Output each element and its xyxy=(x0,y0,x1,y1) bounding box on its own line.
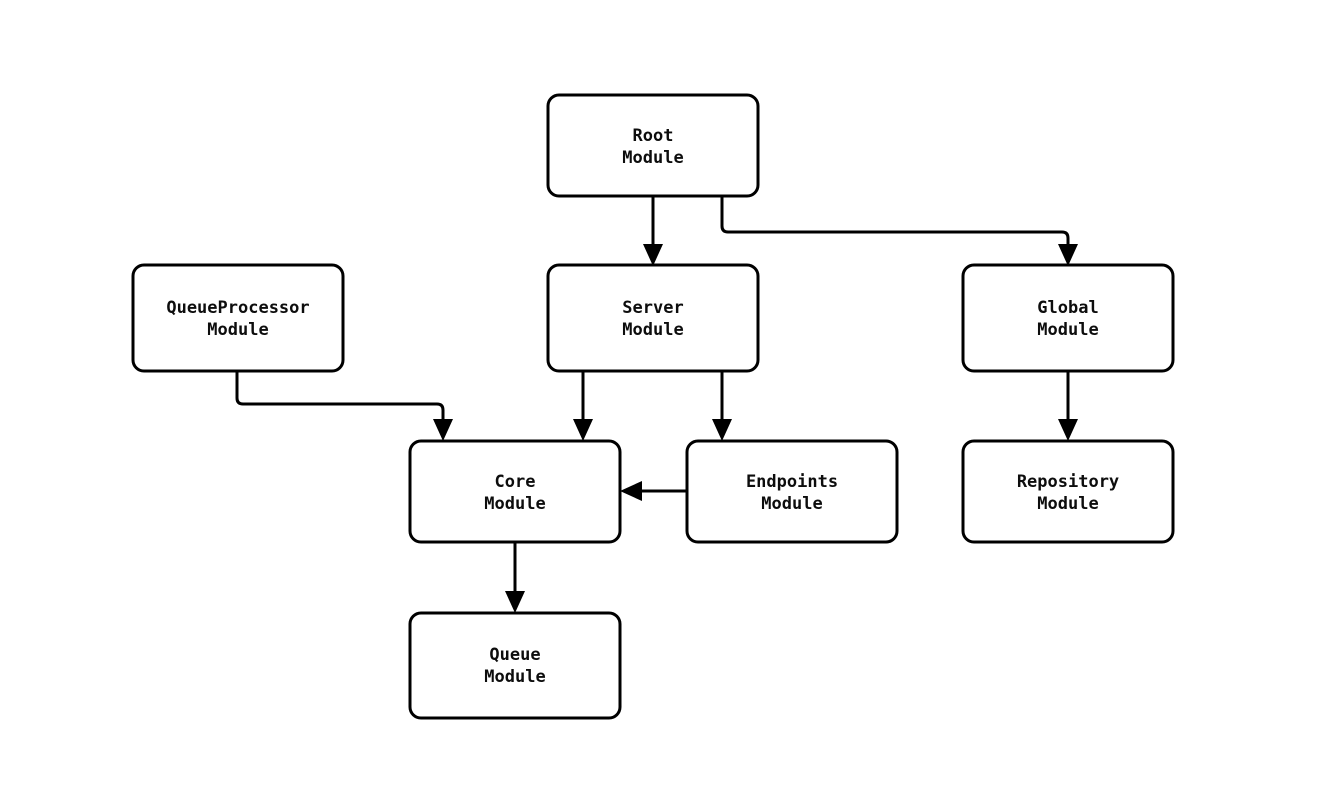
arrow-head-icon xyxy=(712,419,732,441)
node-box[interactable] xyxy=(408,439,622,544)
node-label-line2: Module xyxy=(1037,494,1098,514)
edge-server-to-core xyxy=(573,371,593,441)
node-label-line2: Module xyxy=(1037,320,1098,340)
node-repository-module[interactable]: Repository Module xyxy=(961,439,1175,544)
node-endpoints-module[interactable]: Endpoints Module xyxy=(685,439,899,544)
node-queueprocessor-module[interactable]: QueueProcessor Module xyxy=(131,263,345,373)
node-box[interactable] xyxy=(685,439,899,544)
edge-queueprocessor-to-core xyxy=(235,371,453,441)
node-box[interactable] xyxy=(546,93,760,198)
edge-global-to-repository xyxy=(1058,371,1078,441)
node-core-module[interactable]: Core Module xyxy=(408,439,622,544)
node-label-line2: Module xyxy=(207,320,268,340)
node-label-line2: Module xyxy=(761,494,822,514)
node-server-module[interactable]: Server Module xyxy=(546,263,760,373)
node-box[interactable] xyxy=(961,439,1175,544)
node-label-line2: Module xyxy=(622,148,683,168)
node-layer: Root Module QueueProcessor Module Server… xyxy=(131,93,1175,720)
edge-endpoints-to-core xyxy=(620,481,687,501)
arrow-head-icon xyxy=(1058,419,1078,441)
edge-root-to-global xyxy=(720,196,1078,266)
arrow-head-icon xyxy=(620,481,642,501)
node-label-line1: Endpoints xyxy=(746,472,838,492)
edge-line xyxy=(720,196,1070,252)
arrow-head-icon xyxy=(433,419,453,441)
node-label-line1: Core xyxy=(495,472,536,492)
arrow-head-icon xyxy=(1058,244,1078,266)
node-box[interactable] xyxy=(408,611,622,720)
node-label-line1: Queue xyxy=(489,645,540,665)
node-label-line2: Module xyxy=(484,494,545,514)
node-box[interactable] xyxy=(961,263,1175,373)
arrow-head-icon xyxy=(505,591,525,613)
node-label-line1: Repository xyxy=(1017,472,1119,492)
edge-server-to-endpoints xyxy=(712,371,732,441)
node-label-line1: Root xyxy=(633,126,674,146)
node-root-module[interactable]: Root Module xyxy=(546,93,760,198)
node-global-module[interactable]: Global Module xyxy=(961,263,1175,373)
node-label-line2: Module xyxy=(484,667,545,687)
edge-line xyxy=(235,371,445,428)
edge-root-to-server xyxy=(643,196,663,266)
node-box[interactable] xyxy=(131,263,345,373)
node-label-line1: Server xyxy=(622,298,683,318)
node-label-line1: Global xyxy=(1037,298,1098,318)
edge-layer xyxy=(235,196,1078,613)
edge-core-to-queue xyxy=(505,542,525,613)
arrow-head-icon xyxy=(643,244,663,266)
node-label-line1: QueueProcessor xyxy=(166,298,309,318)
node-label-line2: Module xyxy=(622,320,683,340)
arrow-head-icon xyxy=(573,419,593,441)
node-queue-module[interactable]: Queue Module xyxy=(408,611,622,720)
node-box[interactable] xyxy=(546,263,760,373)
